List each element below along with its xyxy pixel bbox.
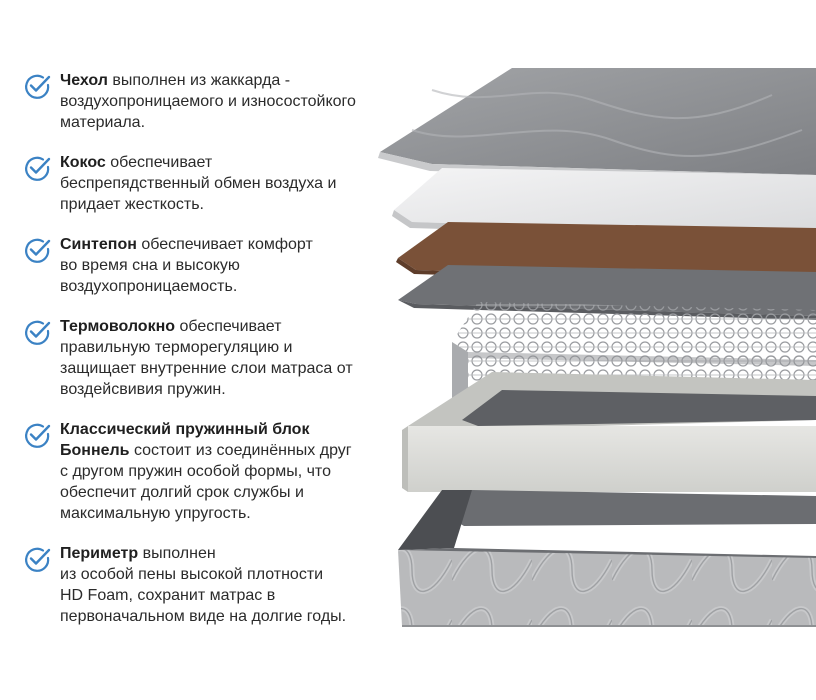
check-circle-icon xyxy=(25,156,51,181)
layer-cover xyxy=(378,68,816,182)
feature-title: Кокос xyxy=(60,154,106,171)
feature-text: Классический пружинный блок Боннель сост… xyxy=(60,421,352,522)
feature-title: Синтепон xyxy=(60,236,137,253)
feature-text: Кокос обеспечивает беспрепядственный обм… xyxy=(60,154,337,213)
feature-text: Периметр выполнен из особой пены высокой… xyxy=(60,545,347,625)
mattress-layers-illustration xyxy=(378,68,816,627)
check-circle-icon xyxy=(25,423,51,448)
check-circle-icon xyxy=(25,74,51,99)
check-circle-icon xyxy=(25,238,51,263)
feature-text: Термоволокно обеспечивает правильную тер… xyxy=(60,318,353,398)
layer-bottom-cover xyxy=(398,490,816,627)
feature-title-2: Боннель xyxy=(60,442,130,459)
feature-thermofiber: Термоволокно обеспечивает правильную тер… xyxy=(20,316,380,400)
feature-title: Чехол xyxy=(60,72,108,89)
feature-title: Периметр xyxy=(60,545,139,562)
feature-title: Термоволокно xyxy=(60,318,176,335)
layer-bottom-felt xyxy=(450,490,816,526)
feature-bonnell-spring-block: Классический пружинный блок Боннель сост… xyxy=(20,419,380,524)
feature-perimeter: Периметр выполнен из особой пены высокой… xyxy=(20,543,380,627)
feature-text: Чехол выполнен из жаккарда - воздухопрон… xyxy=(60,72,356,131)
check-circle-icon xyxy=(25,320,51,345)
feature-cover: Чехол выполнен из жаккарда - воздухопрон… xyxy=(20,70,380,133)
feature-title: Классический пружинный блок xyxy=(60,421,310,438)
check-circle-icon xyxy=(25,547,51,572)
layer-perimeter xyxy=(402,372,816,492)
feature-text: Синтепон обеспечивает комфорт во время с… xyxy=(60,236,313,295)
feature-coconut: Кокос обеспечивает беспрепядственный обм… xyxy=(20,152,380,215)
feature-sintepon: Синтепон обеспечивает комфорт во время с… xyxy=(20,234,380,297)
feature-list: Чехол выполнен из жаккарда - воздухопрон… xyxy=(20,70,380,646)
